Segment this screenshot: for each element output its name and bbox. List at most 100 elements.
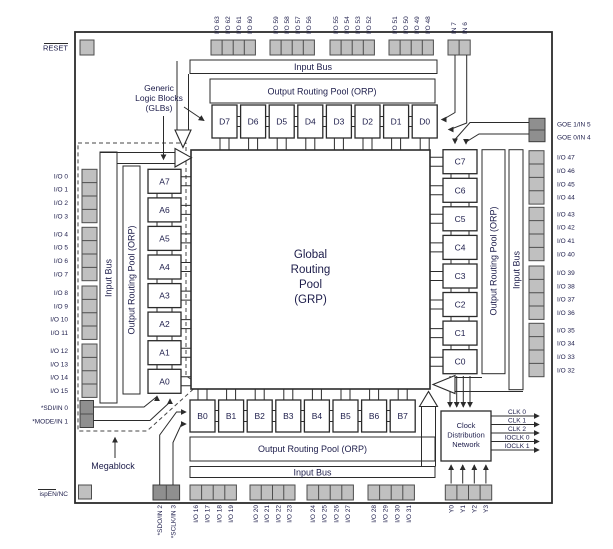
glb-label: D7: [219, 117, 230, 127]
clk-output-label: IOCLK 1: [505, 443, 530, 450]
sdo-routing-arrow: [159, 409, 187, 485]
glb-label: C5: [455, 214, 466, 224]
pin-label: I/O 30: [394, 505, 401, 523]
sclk-pin-label: *SCLK/IN 3: [170, 505, 177, 539]
pin-label: I/O 1: [54, 187, 68, 194]
pin-label: I/O 35: [557, 327, 575, 334]
ispen-pad: [78, 484, 92, 500]
sdi-pin-label: *SDI/IN 0: [41, 405, 68, 412]
glb-block-a4: [147, 254, 182, 280]
goe1-routing-arrow: [452, 122, 529, 145]
pin-label: I/O 3: [54, 213, 68, 220]
pin-label: I/O 24: [310, 505, 317, 523]
c-block-interconnect: [450, 173, 470, 350]
glb-block-a5: [147, 225, 182, 252]
glb-block-a7: [147, 168, 182, 194]
clock-box-label: Clock: [457, 421, 476, 430]
bus-arrow-right-icon: [174, 147, 193, 168]
pin-label: I/O 58: [284, 16, 291, 34]
pin-label: I/O 28: [371, 505, 378, 523]
pin-label: Y0: [448, 505, 455, 513]
bus-channel-bottom-right: [421, 406, 436, 467]
b-grp-stubs: [197, 389, 408, 400]
grp-block: [190, 149, 431, 390]
glb-label: D0: [419, 117, 430, 127]
glb-label: D2: [362, 117, 373, 127]
glb-label: B5: [340, 411, 351, 421]
glb-block-b7: [389, 399, 416, 433]
glb-block-b0: [189, 399, 216, 433]
glb-label: A6: [159, 205, 170, 215]
glb-note-label: (GLBs): [146, 103, 173, 113]
pin-label: I/O 0: [54, 173, 68, 180]
sclk-routing-arrow: [172, 421, 187, 485]
glb-label: D3: [333, 117, 344, 127]
pin-label: IN 6: [462, 22, 469, 34]
c-grp-stubs: [430, 156, 443, 367]
b-block-interconnect: [215, 410, 391, 422]
pin-label: I/O 43: [557, 211, 575, 218]
glb-block-d5: [268, 104, 295, 139]
pin-label: I/O 51: [392, 16, 399, 34]
glb-block-b6: [360, 399, 388, 433]
glb-label: B2: [254, 411, 265, 421]
bus-arrow-left-icon: [431, 374, 456, 395]
a-block-interconnect: [156, 193, 173, 370]
a-grp-stubs: [181, 176, 191, 387]
glb-block-a1: [147, 340, 182, 366]
pin-label: I/O 31: [406, 505, 413, 523]
glb-block-d3: [325, 104, 353, 139]
mode-pin-label: *MODE/IN 1: [32, 419, 68, 426]
grp-label: Pool: [299, 279, 322, 291]
d-grp-stubs: [219, 138, 430, 150]
pin-label: I/O 49: [414, 16, 421, 34]
glb-label: C1: [455, 328, 466, 338]
glb-label: B4: [312, 411, 323, 421]
glb-block-a2: [147, 311, 182, 337]
glb-label: B0: [197, 411, 208, 421]
clk-output-label: CLK 1: [508, 418, 526, 425]
glb-label: B1: [226, 411, 237, 421]
glb-block-d4: [297, 104, 324, 139]
goe0-routing-arrow: [463, 133, 529, 145]
clock-box-label: Distribution: [447, 431, 485, 440]
pin-label: I/O 15: [50, 388, 68, 395]
glb-label: A7: [159, 176, 170, 186]
reset-pin-label: RESET: [43, 44, 68, 53]
megablock-label: Megablock: [91, 461, 135, 471]
pin-label: I/O 21: [264, 505, 271, 523]
input-bus-top-label: Input Bus: [294, 62, 333, 72]
glb-block-c2: [442, 291, 478, 318]
megablock-boundary: [77, 142, 200, 432]
glb-label: C7: [455, 157, 466, 167]
pin-label: I/O 50: [403, 16, 410, 34]
glb-label: D6: [248, 117, 259, 127]
glb-label: B6: [369, 411, 380, 421]
pin-label: I/O 36: [557, 310, 575, 317]
pin-label: I/O 18: [216, 505, 223, 523]
glb-block-d2: [354, 104, 381, 139]
pin-label: I/O 40: [557, 251, 575, 258]
clk-output-label: CLK 0: [508, 409, 526, 416]
pin-label: Y1: [460, 505, 467, 513]
input-bus-bottom: [189, 466, 436, 478]
pad-dividers-right: [529, 163, 544, 364]
glb-block-c5: [442, 206, 478, 232]
glb-block-a0: [147, 368, 182, 394]
orp-bottom-label: Output Routing Pool (ORP): [258, 444, 367, 454]
pin-label: IN 7: [451, 22, 458, 34]
pin-label: I/O 25: [322, 505, 329, 523]
glb-label: B7: [397, 411, 408, 421]
pin-label: I/O 11: [51, 330, 69, 337]
pin-label: I/O 44: [557, 195, 575, 202]
pin-label: I/O 20: [253, 505, 260, 523]
pin-label: I/O 5: [54, 245, 68, 252]
in6-routing-arrow: [447, 55, 468, 133]
clock-box-label: Network: [452, 440, 480, 449]
clk-output-label: CLK 2: [508, 426, 526, 433]
glb-note-label: Generic: [144, 83, 175, 93]
pin-label: I/O 37: [557, 297, 575, 304]
bus-channel-top-left: [176, 61, 189, 130]
